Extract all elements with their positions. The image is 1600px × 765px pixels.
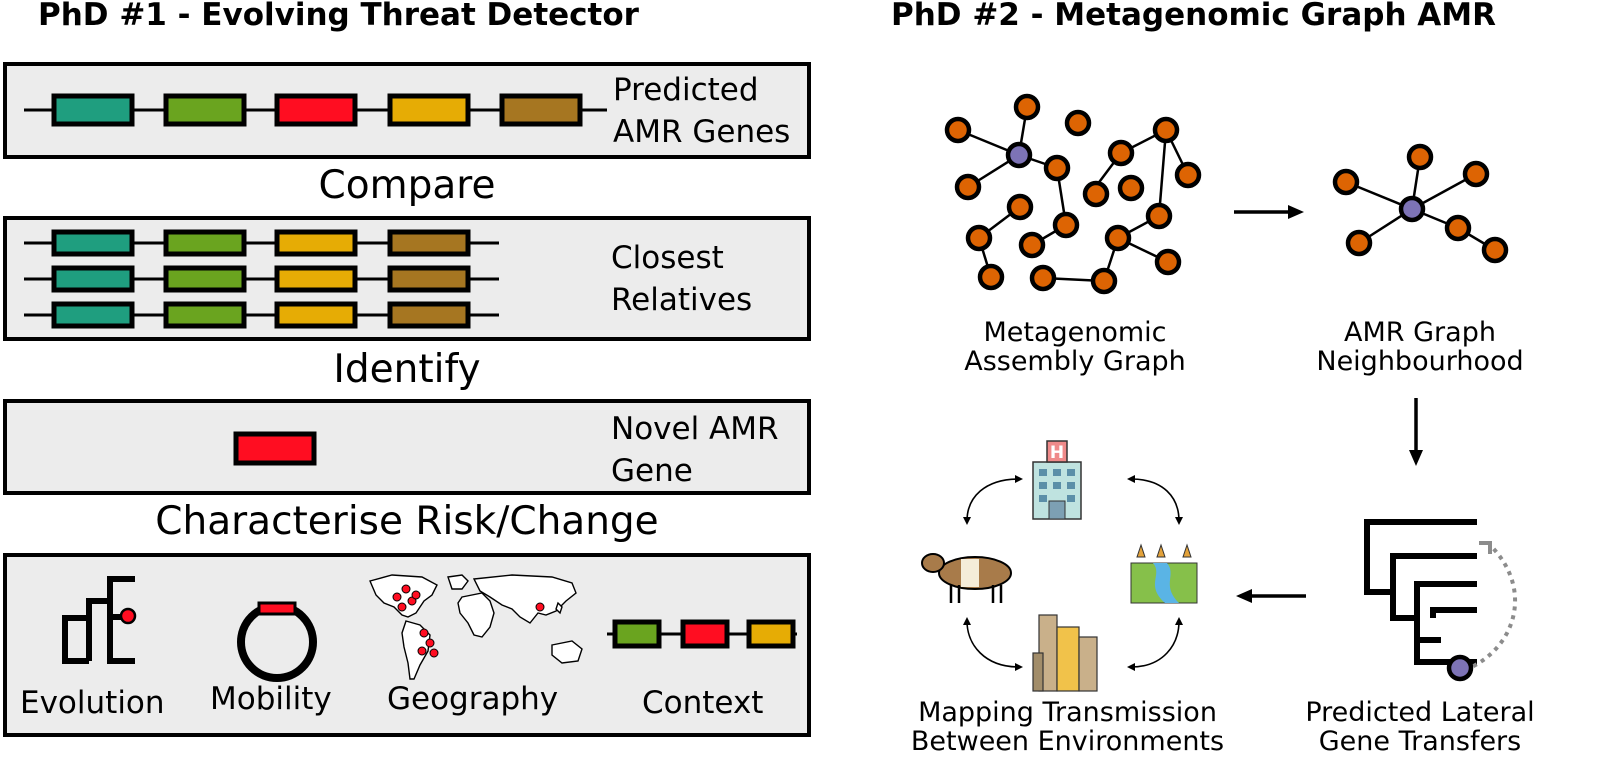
map-point <box>425 638 435 648</box>
assembly-graph <box>944 93 1202 295</box>
graph-node <box>944 116 972 144</box>
graph-node <box>1006 193 1034 221</box>
graph-node <box>1154 248 1182 276</box>
novel-gene-red <box>233 431 317 466</box>
phd2-title: PhD #2 - Metagenomic Graph AMR <box>891 0 1497 33</box>
svg-text:H: H <box>1050 443 1064 463</box>
map-point <box>535 602 545 612</box>
identify-label: Identify <box>333 347 481 392</box>
evolution-tree-icon <box>62 576 137 664</box>
graph-node <box>1332 168 1360 196</box>
relative-track-2 <box>24 265 499 293</box>
transmission-cycle: H <box>921 440 1198 692</box>
predicted-genes-panel: Predicted AMR Genes <box>3 62 811 159</box>
graph-node <box>1018 231 1046 259</box>
world-map-icon <box>369 574 583 680</box>
neighbourhood-caption: AMR Graph Neighbourhood <box>1316 317 1524 377</box>
graph-node <box>1029 264 1057 292</box>
map-point <box>429 648 439 658</box>
graph-node <box>954 173 982 201</box>
transfers-caption: Predicted Lateral Gene Transfers <box>1305 697 1535 757</box>
graph-node <box>1174 161 1202 189</box>
graph-node <box>1064 109 1092 137</box>
graph-node <box>1052 211 1080 239</box>
map-point <box>392 592 402 602</box>
graph-node <box>1013 93 1041 121</box>
map-point <box>411 590 421 600</box>
graph-node <box>1117 174 1145 202</box>
novel-label-2: Gene <box>611 453 693 489</box>
graph-node <box>1345 229 1373 257</box>
characterise-label: Characterise Risk/Change <box>155 499 659 544</box>
graph-node <box>1104 224 1132 252</box>
relative-track-3 <box>24 301 499 329</box>
gene-brown <box>499 93 583 127</box>
closest-relatives-panel: Closest Relatives <box>3 216 811 341</box>
geography-label: Geography <box>387 681 559 717</box>
graph-node <box>1082 180 1110 208</box>
plasmid-icon <box>237 601 317 682</box>
closest-label-1: Closest <box>611 240 724 276</box>
graph-node <box>1406 143 1434 171</box>
gene-green <box>163 93 247 127</box>
context-genes-icon <box>607 619 797 649</box>
arrow-down <box>1409 398 1423 466</box>
gene-red <box>274 93 358 127</box>
graph-node <box>977 263 1005 291</box>
closest-label-2: Relatives <box>611 282 753 318</box>
graph-node <box>1090 267 1118 295</box>
river-field-icon <box>1130 543 1198 604</box>
graph-node <box>1462 160 1490 188</box>
predicted-genes-track <box>24 93 607 127</box>
amr-gene-node <box>1446 654 1474 682</box>
graph-node <box>965 224 993 252</box>
graph-node <box>1043 154 1071 182</box>
context-label: Context <box>642 685 764 721</box>
novel-gene-track <box>233 431 317 466</box>
gene-teal <box>51 93 135 127</box>
relatives-tracks <box>24 229 499 329</box>
novel-gene-panel: Novel AMR Gene <box>3 399 811 495</box>
amr-gene-node <box>1398 195 1426 223</box>
evolution-label: Evolution <box>20 685 165 721</box>
mobility-label: Mobility <box>210 681 332 717</box>
graph-node <box>1107 139 1135 167</box>
compare-label: Compare <box>318 163 496 208</box>
amr-gene-node <box>1005 141 1033 169</box>
lateral-transfer-tree <box>1364 519 1517 682</box>
transmission-caption: Mapping Transmission Between Environment… <box>910 697 1225 757</box>
graph-node <box>1145 202 1173 230</box>
arrow-right <box>1234 205 1304 219</box>
novel-label-1: Novel AMR <box>611 411 779 447</box>
predicted-label-1: Predicted <box>613 72 759 108</box>
phd1-title: PhD #1 - Evolving Threat Detector <box>38 0 639 33</box>
hospital-icon: H <box>1032 440 1082 520</box>
map-point <box>401 584 411 594</box>
graph-node <box>1152 116 1180 144</box>
map-point <box>397 602 407 612</box>
amr-neighbourhood-graph <box>1332 143 1509 264</box>
map-point <box>417 646 427 656</box>
gene-yellow <box>387 93 471 127</box>
map-point <box>419 628 429 638</box>
cow-icon <box>921 553 1012 603</box>
graph-node <box>1444 214 1472 242</box>
characterise-panel: Evolution Mobility Geography Context <box>3 553 811 737</box>
relative-track-1 <box>24 229 499 257</box>
assembly-graph-caption: Metagenomic Assembly Graph <box>964 317 1186 377</box>
graph-node <box>1481 236 1509 264</box>
arrow-left <box>1236 589 1306 603</box>
predicted-label-2: AMR Genes <box>613 114 791 150</box>
city-icon <box>1032 614 1098 692</box>
